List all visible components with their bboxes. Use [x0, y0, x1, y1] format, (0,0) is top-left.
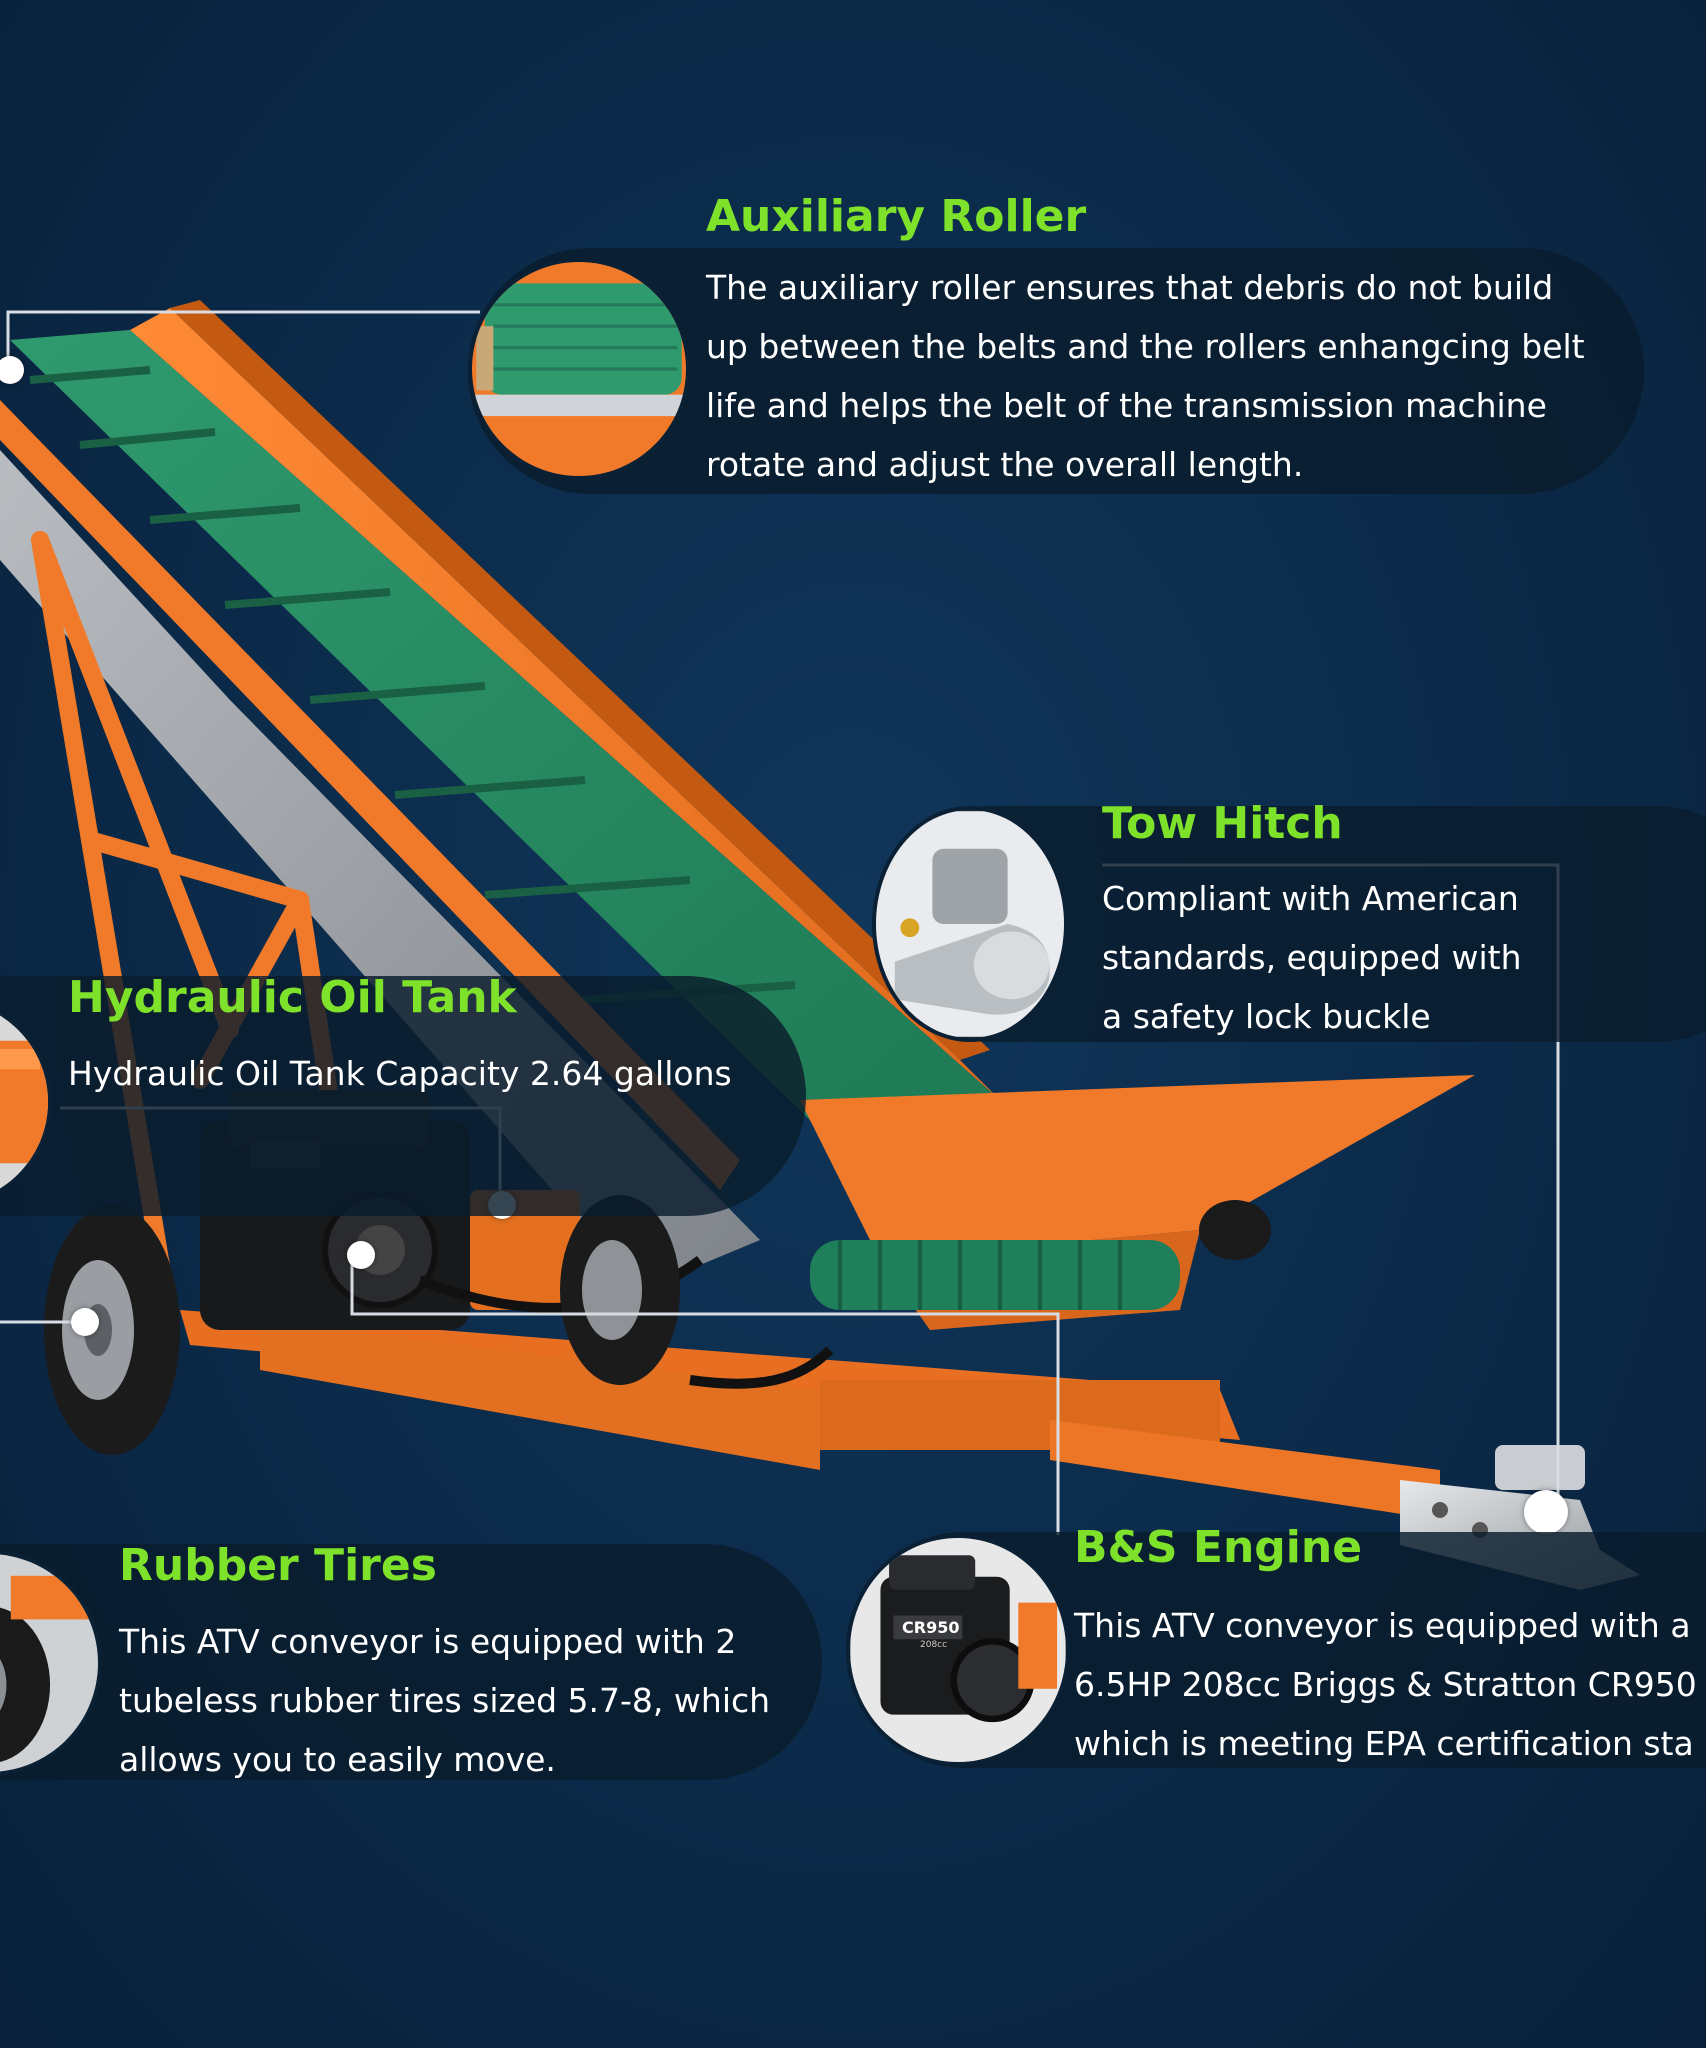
rubber-tires-description: This ATV conveyor is equipped with 2 tub… [119, 1622, 771, 1779]
roller-marker-dot [0, 356, 24, 384]
bs-engine-description: This ATV conveyor is equipped with a 6.5… [1074, 1606, 1697, 1763]
tire-marker-dot [71, 1308, 99, 1336]
right-wheel [560, 1195, 680, 1385]
bs-engine-title: B&S Engine [1074, 1522, 1363, 1573]
rubber-tires-panel [0, 1544, 822, 1780]
left-wheel [44, 1205, 180, 1455]
hitch-marker-dot [1524, 1490, 1568, 1534]
auxiliary-roller-title: Auxiliary Roller [706, 191, 1087, 242]
tow-hitch-description: Compliant with American standards, equip… [1102, 879, 1522, 1036]
tow-hitch-title: Tow Hitch [1102, 798, 1343, 849]
bs-engine-thumbnail: CR950 208cc [846, 1534, 1070, 1766]
auxiliary-roller-thumbnail [468, 258, 690, 480]
hydraulic-oil-tank-title: Hydraulic Oil Tank [68, 972, 517, 1023]
rubber-tires-title: Rubber Tires [119, 1540, 437, 1591]
conveyor-hopper [800, 1075, 1475, 1260]
hydraulic-oil-tank-panel [0, 976, 806, 1216]
auxiliary-roller-description: The auxiliary roller ensures that debris… [706, 268, 1585, 484]
hydraulic-oil-tank-description: Hydraulic Oil Tank Capacity 2.64 gallons [68, 1054, 732, 1093]
engine-displacement-label: 208cc [920, 1640, 948, 1650]
engine-model-label: CR950 [902, 1618, 960, 1637]
conveyor-side-wall [130, 308, 1000, 1100]
tow-hitch-thumbnail [872, 806, 1068, 1042]
conveyor-belt [10, 330, 1000, 1130]
tow-bar [1050, 1420, 1440, 1520]
engine-marker-dot [347, 1241, 375, 1269]
bottom-roller [810, 1240, 1180, 1310]
